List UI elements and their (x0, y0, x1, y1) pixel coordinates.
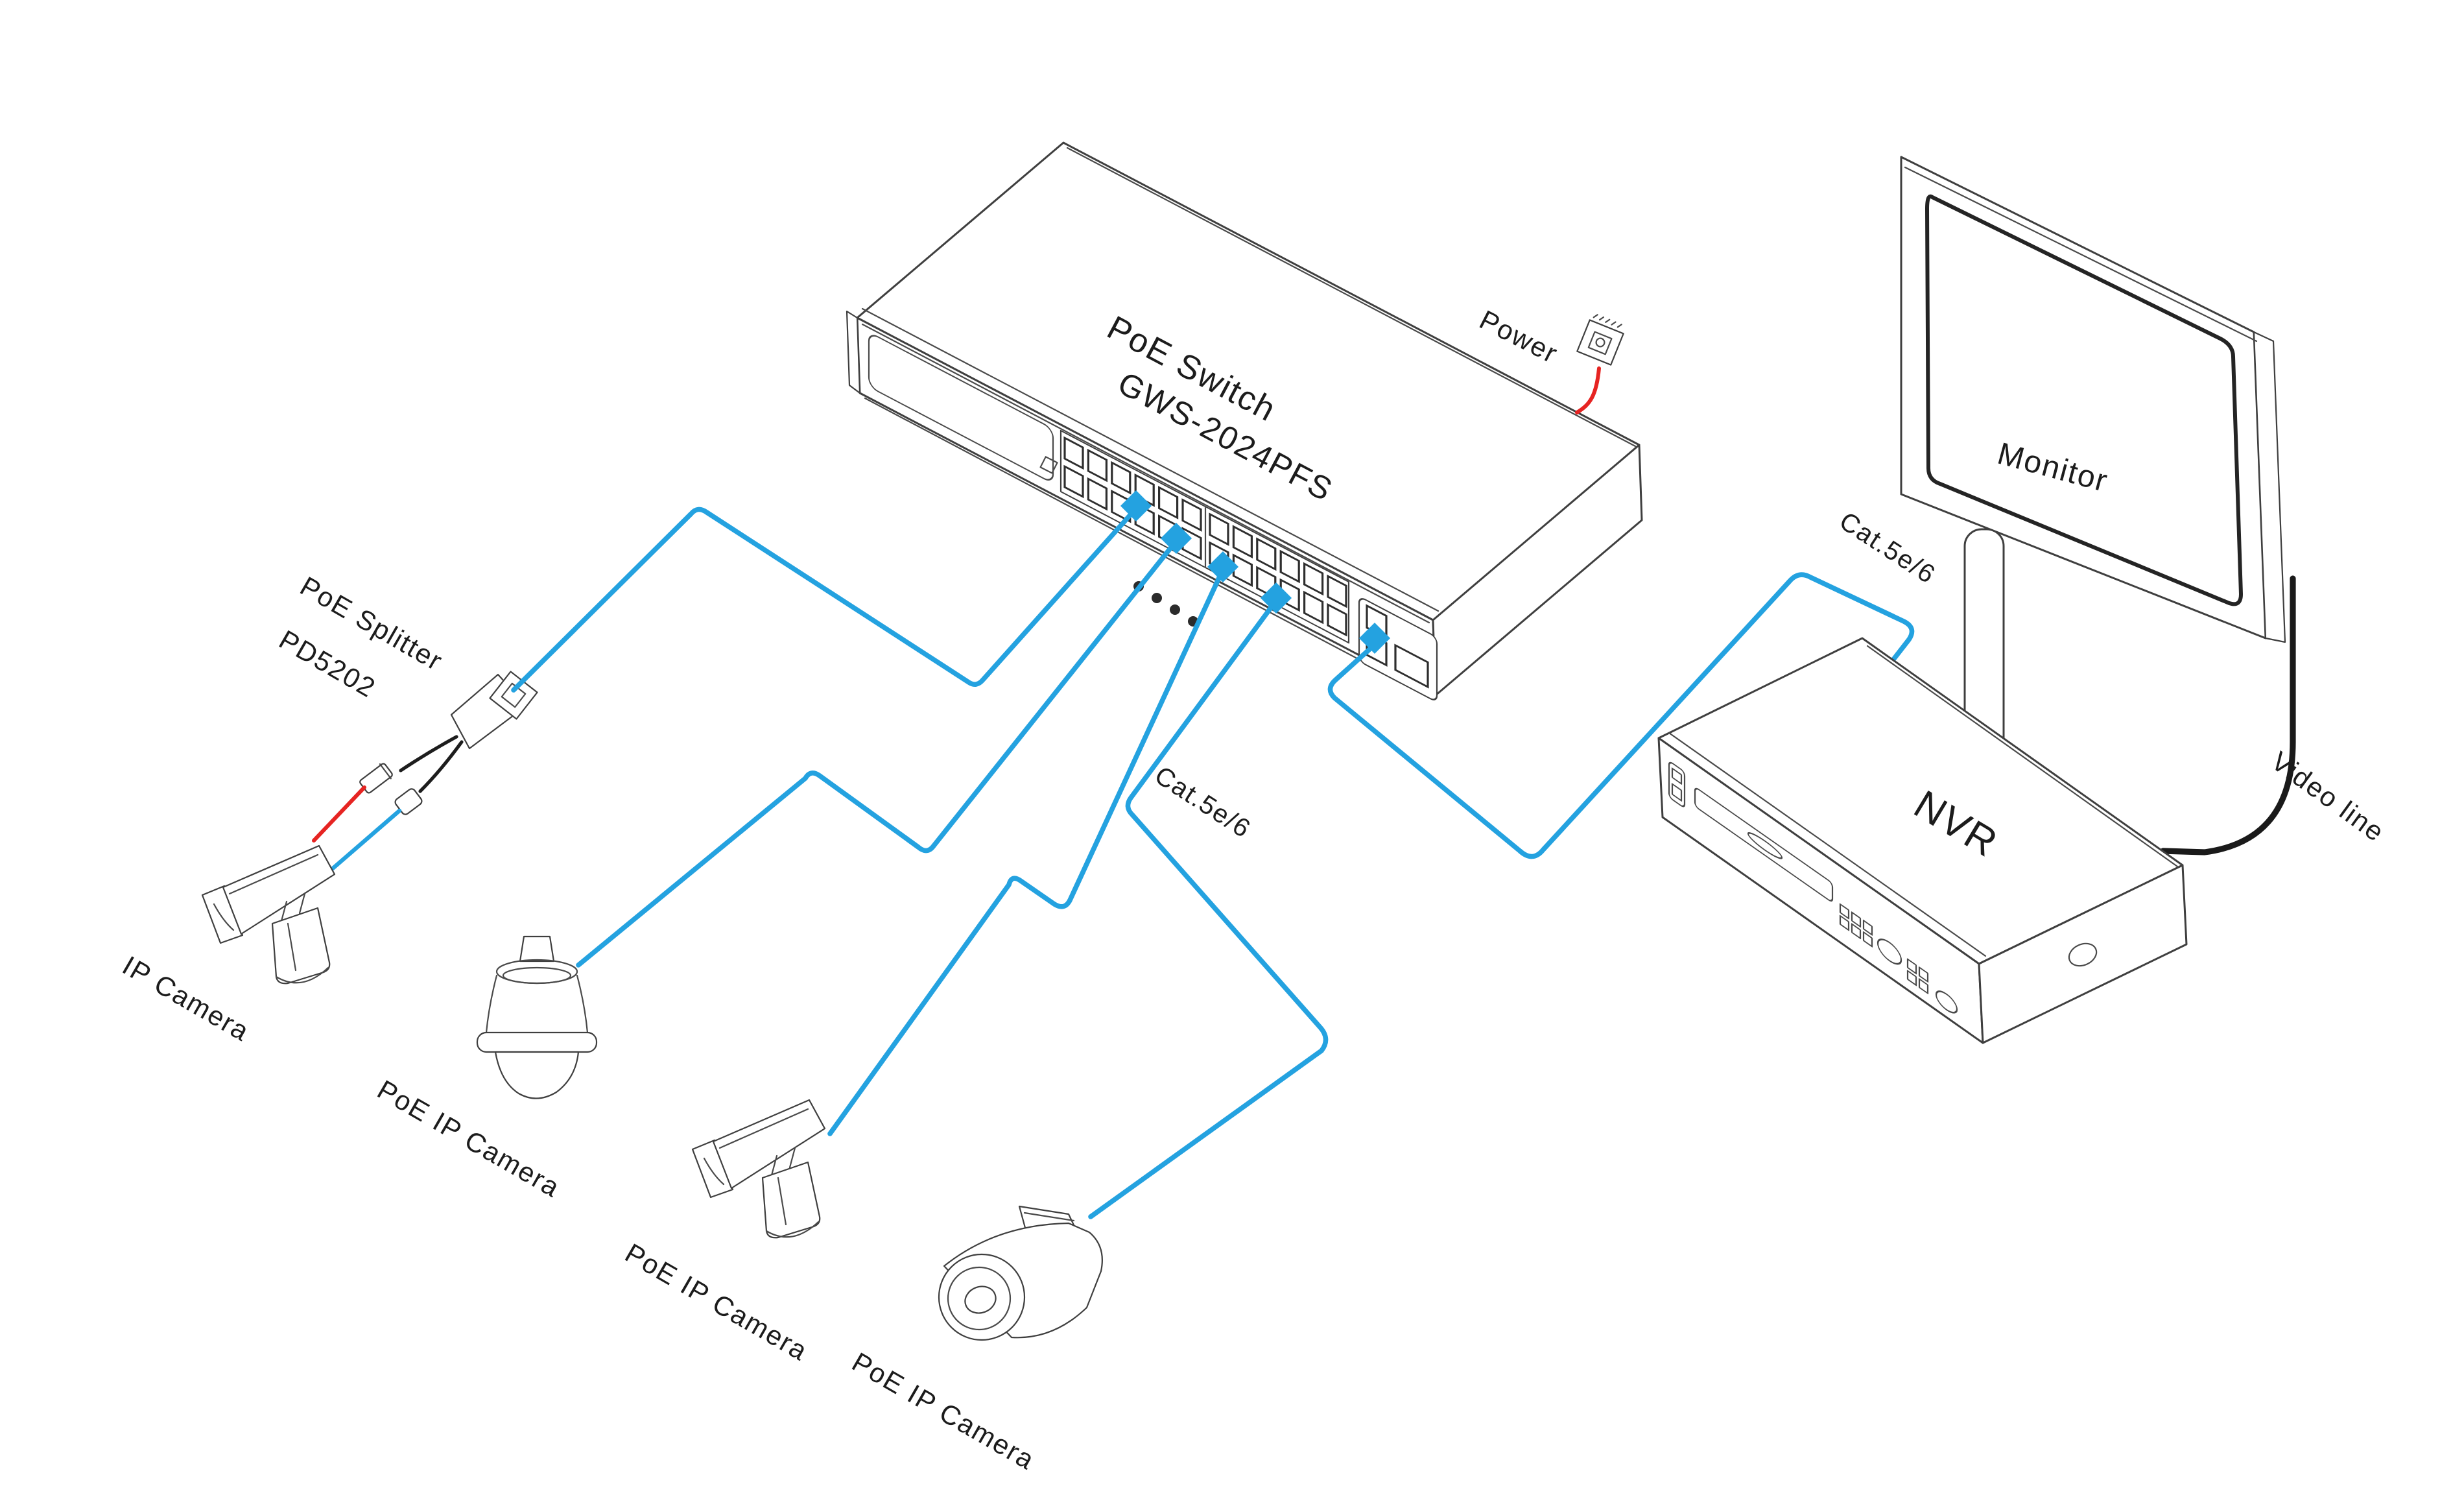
cable-eyeball-camera (1088, 598, 1329, 1219)
sfp-slot (1394, 643, 1429, 689)
nvr-device: NVR (1657, 637, 2188, 1044)
switch-back-edge-inner (1066, 147, 1637, 448)
monitor-device: Monitor (1900, 156, 2286, 643)
nvr-buttons-right (1906, 958, 1929, 994)
cable-dome-camera (576, 538, 1179, 968)
bullet-camera-2-label: PoE IP Camera (620, 1237, 813, 1367)
cat5e6-right-label: Cat.5e/6 (1834, 507, 1941, 590)
nvr-right-face (1978, 864, 2188, 1044)
cat5e6-center-label: Cat.5e/6 (1150, 761, 1256, 844)
power-cable (1575, 366, 1601, 414)
video-line-cable (2160, 575, 2296, 855)
splitter-pigtail-power (399, 735, 458, 772)
splitter-power-lead (312, 785, 366, 843)
cable-splitter (511, 506, 1139, 693)
more-ports-ellipsis (1133, 581, 1198, 627)
monitor-side-face (2253, 331, 2286, 643)
dome-camera (476, 935, 598, 1099)
bullet-camera-shape (201, 844, 336, 985)
poe-switch-device: PoE Switch GWS-2024PFS (846, 141, 1643, 700)
nvr-lid-seam (1668, 732, 1987, 957)
poe-splitter-device: PoE Splitter PD5202 (274, 571, 538, 872)
switch-lid-seam (861, 307, 1439, 612)
ip-camera-label: IP Camera (117, 950, 255, 1047)
cable-nvr-uplink (1327, 572, 1915, 859)
switch-marking-icon (1039, 456, 1058, 474)
switch-bottom-edge-inner (864, 397, 1433, 699)
switch-left-face (846, 310, 861, 394)
splitter-data-lead (329, 808, 402, 872)
switch-front-recess (868, 335, 1054, 481)
eyeball-camera (938, 1205, 1103, 1341)
nvr-front-panel (1668, 761, 1958, 1014)
eyeball-camera-label: PoE IP Camera (847, 1346, 1040, 1476)
uplink-plug (1358, 622, 1391, 654)
power-label: Power (1475, 304, 1563, 369)
switch-front-edge-inner (861, 323, 1430, 624)
monitor-screen (1925, 194, 2244, 606)
cable-bullet-camera (827, 567, 1226, 1136)
nvr-back-edge-inner (1866, 645, 2179, 868)
bullet-camera-2 (691, 1099, 826, 1239)
cables (511, 490, 1915, 1219)
nvr-buttons-left (1839, 903, 1873, 948)
splitter-title: PoE Splitter PD5202 (274, 571, 449, 704)
nvr-side-button (2068, 942, 2098, 967)
splitter-pigtail-data (418, 740, 464, 793)
power-outlet-icon (1576, 314, 1624, 366)
nvr-disc-tray (1694, 787, 1834, 902)
